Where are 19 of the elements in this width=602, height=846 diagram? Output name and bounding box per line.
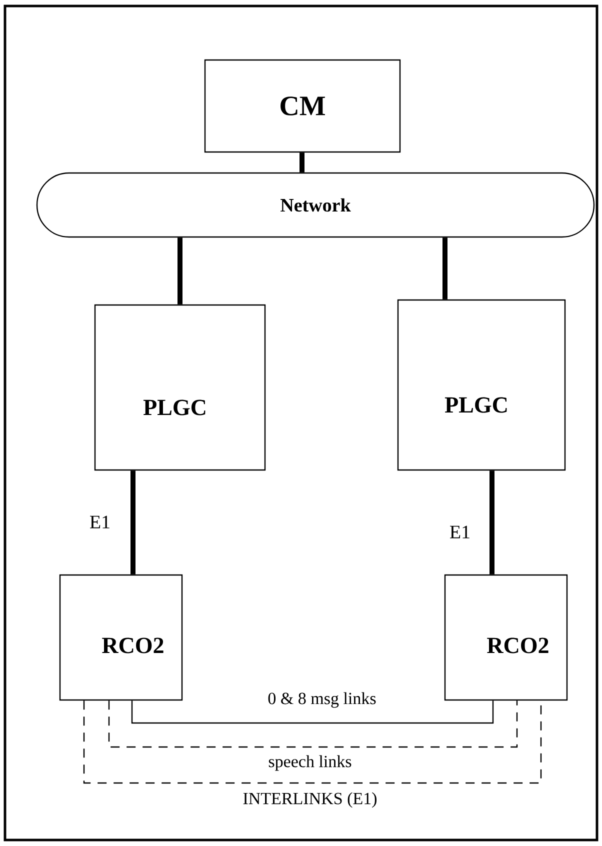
edge-label: speech links [267, 754, 353, 772]
rco2-box: RCO2 [444, 574, 568, 701]
rco2-box: RCO2 [59, 574, 183, 701]
edge-label: 0 & 8 msg links [266, 691, 378, 709]
network-band: Network [36, 172, 595, 238]
link-line [442, 238, 448, 300]
edge-label: E1 [88, 514, 112, 530]
link-line [490, 470, 494, 574]
edge-label: E1 [448, 524, 472, 540]
plgc-box: PLGC [397, 299, 566, 471]
link-line [130, 470, 136, 574]
edge-label: INTERLINKS (E1) [242, 791, 378, 809]
link-line [131, 700, 494, 724]
link-line [178, 238, 182, 304]
link-line [108, 700, 518, 748]
link-line [83, 700, 542, 784]
plgc-box: PLGC [94, 304, 266, 471]
cm-box: CM [204, 59, 401, 153]
link-line [300, 152, 304, 172]
